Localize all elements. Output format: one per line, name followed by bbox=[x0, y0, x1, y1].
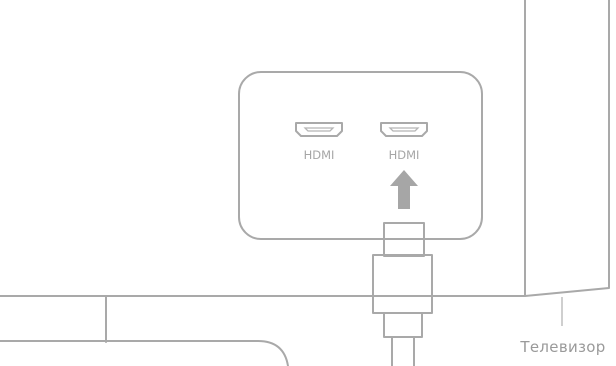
port-label: HDMI bbox=[304, 148, 335, 162]
hdmi-port-1: HDMI bbox=[295, 122, 343, 162]
hdmi-port-2: HDMI bbox=[380, 122, 428, 162]
up-arrow-icon bbox=[390, 170, 418, 209]
hdmi-cable bbox=[372, 222, 433, 366]
hdmi-port-icon bbox=[380, 122, 428, 137]
hdmi-port-panel bbox=[238, 71, 483, 240]
port-label: HDMI bbox=[389, 148, 420, 162]
tv-label: Телевизор bbox=[519, 338, 605, 356]
hdmi-port-icon bbox=[295, 122, 343, 137]
